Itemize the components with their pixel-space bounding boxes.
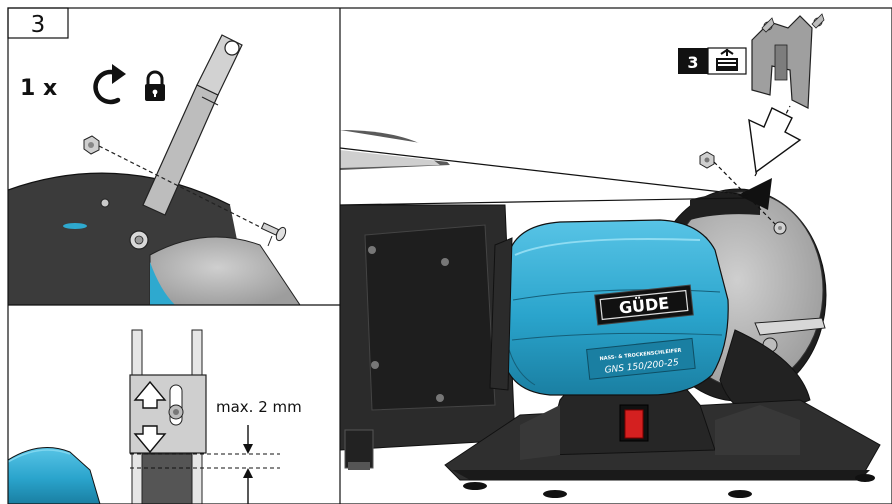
tool-rest	[754, 317, 826, 336]
quantity-text: 1 x	[20, 76, 57, 101]
model-plate: NASS- & TROCKENSCHLEIFER GNS 150/200-25	[586, 337, 696, 380]
lock-icon	[145, 70, 165, 101]
callout-line-bottom	[339, 197, 749, 206]
mounting-bolt-main	[773, 221, 787, 235]
grinding-wheel-edge	[141, 453, 193, 504]
main-panel-bench-grinder: GÜDE NASS- & TROCKENSCHLEIFER GNS 150/20…	[340, 13, 881, 498]
parts-box-icon	[716, 48, 738, 71]
bracket-slot	[224, 40, 240, 56]
callout-wedge	[340, 130, 745, 195]
detail-panel-mounting: 1 x	[8, 34, 301, 305]
parts-badge-number: 3	[687, 53, 698, 72]
up-down-arrow-icon	[133, 380, 167, 454]
dimension-arrow-top	[243, 425, 253, 454]
step-number: 3	[31, 12, 46, 38]
brand-logo: GÜDE	[594, 284, 694, 326]
callout-line-top	[339, 147, 749, 196]
dimension-arrow-bottom	[243, 468, 253, 504]
bracket-mount	[738, 178, 772, 210]
detail-panel-adjustment: max. 2 mm	[8, 329, 302, 504]
mounting-bolt	[260, 222, 287, 247]
power-switch	[624, 409, 644, 439]
step-label: 3	[7, 7, 69, 39]
diagram-frame	[7, 7, 892, 504]
assembly-line	[98, 145, 263, 229]
flange-screw	[100, 198, 110, 208]
gap-label: max. 2 mm	[216, 398, 302, 416]
insert-arrow-icon	[748, 107, 802, 174]
wheel-guard-blue	[150, 262, 175, 305]
flange-highlight	[63, 223, 87, 229]
hex-nut-main	[699, 151, 715, 169]
hex-nut	[83, 135, 100, 155]
rotate-clockwise-icon	[93, 64, 126, 105]
motor-housing-edge	[8, 447, 101, 504]
grinding-wheel-segment	[149, 236, 301, 305]
spark-guard-part	[751, 13, 825, 109]
